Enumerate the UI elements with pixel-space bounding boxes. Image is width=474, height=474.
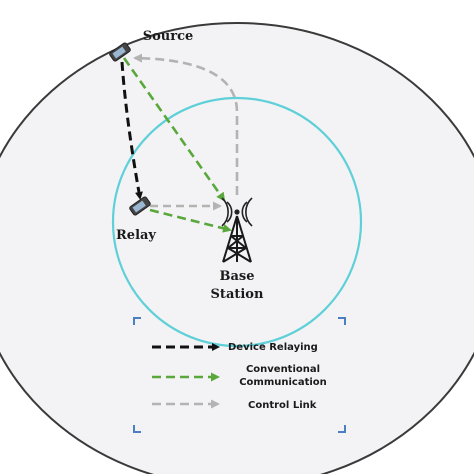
- legend-frame-corners: [133, 317, 346, 433]
- phone-icon-relay: [129, 196, 151, 216]
- base-station-label-line2: Station: [211, 287, 264, 302]
- source-label: Source: [143, 29, 194, 44]
- device-relaying-link: [120, 61, 143, 200]
- legend-conventional-label-line1: Conventional: [246, 364, 320, 375]
- base-station-cell-circle: [111, 96, 363, 348]
- relay-label: Relay: [116, 228, 156, 243]
- conventional-link-source-bs: [122, 57, 226, 202]
- legend-device-relaying-label: Device Relaying: [228, 342, 318, 353]
- legend: Device Relaying Conventional Communicati…: [152, 342, 327, 411]
- legend-control-link-label: Control Link: [248, 400, 317, 411]
- legend-conventional-label-line2: Communication: [239, 377, 327, 388]
- base-station-tower-icon: [221, 197, 253, 263]
- control-link-bs-source: [133, 53, 239, 195]
- phone-icon-source: [109, 42, 131, 62]
- base-station-label-line1: Base: [219, 269, 254, 284]
